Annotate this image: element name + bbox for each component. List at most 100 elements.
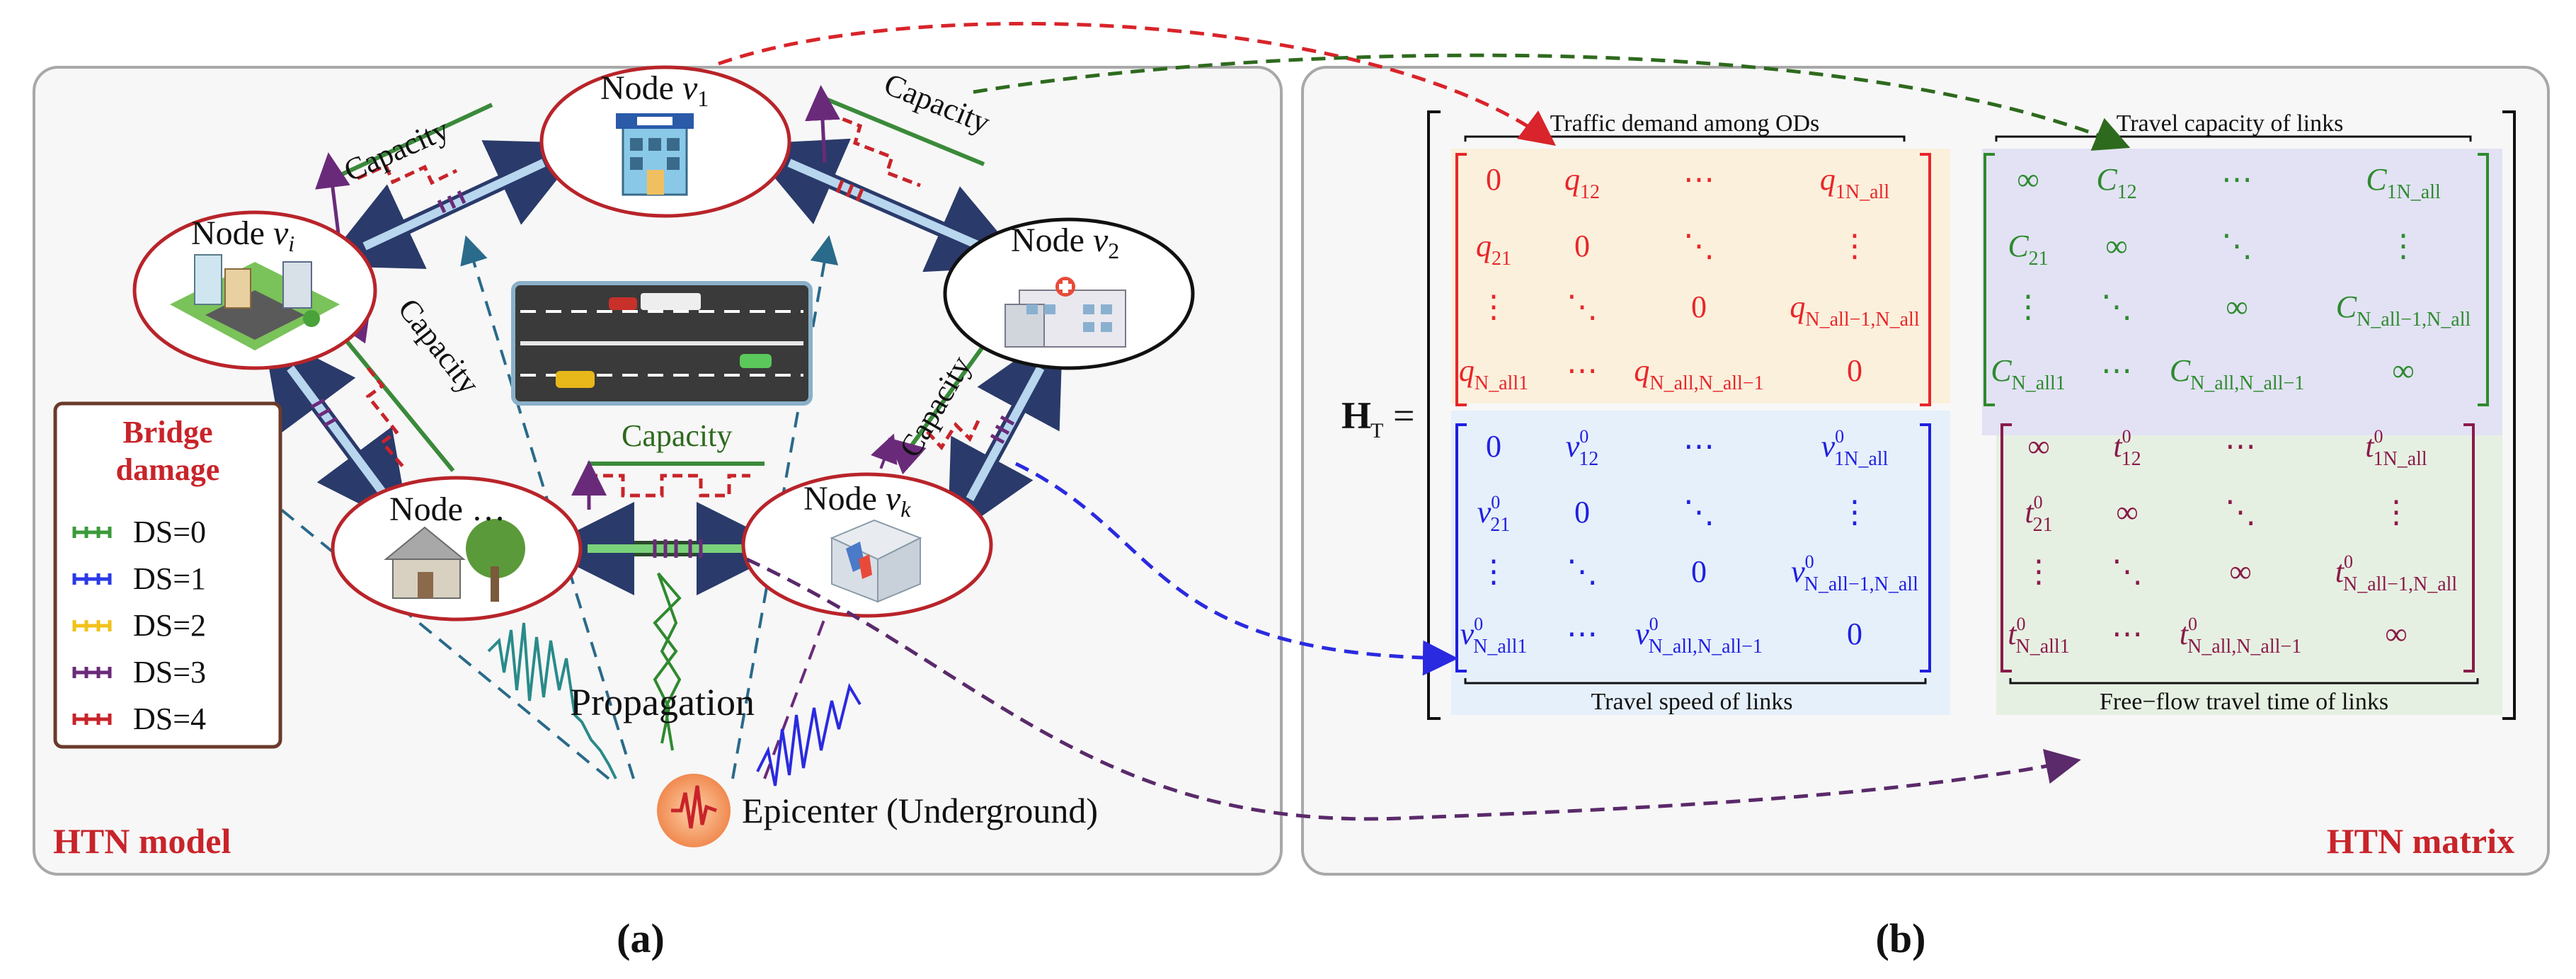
arrow-green (973, 53, 2131, 151)
car-red (609, 297, 637, 310)
matrix-cell-demand-1-3: ⋮ (1839, 229, 1870, 263)
matrix-cell-speed-1-3: ⋮ (1839, 495, 1870, 529)
caption-a: (a) (617, 915, 665, 961)
matrix-cell-time-2-2: ∞ (2229, 554, 2251, 589)
matrix-cell-capacity-0-3: C1N_all (2366, 162, 2441, 203)
link-vi-v1 (322, 140, 586, 269)
demand-block-bg (1451, 149, 1950, 403)
wave-green (653, 572, 682, 751)
link-vi-nd (262, 331, 411, 529)
matrix-cell-time-1-2: ⋱ (2225, 495, 2256, 529)
legend-item-ds4: DS=4 (72, 702, 206, 736)
arrow-purple (745, 557, 2081, 821)
node-v2: Node v2 (943, 217, 1195, 370)
matrix-cell-demand-2-0: ⋮ (1478, 290, 1509, 324)
cross-panel-arrows (718, 21, 2131, 821)
panel-a-corner-label: HTN model (53, 821, 231, 861)
title-free-flow-time: Free−flow travel time of links (2100, 689, 2388, 715)
matrix-cell-time-2-1: ⋱ (2112, 554, 2143, 589)
svg-text:DS=1: DS=1 (133, 561, 206, 596)
legend-title-line1: Bridge (122, 415, 212, 450)
propagation-label: Propagation (570, 681, 755, 723)
matrix-cell-speed-0-0: 0 (1486, 429, 1501, 464)
matrix-cell-capacity-1-1: ∞ (2105, 229, 2127, 263)
car-yellow (556, 371, 595, 388)
matrix-cell-capacity-3-3: ∞ (2392, 353, 2414, 388)
svg-text:=: = (1393, 394, 1414, 437)
matrix-cell-capacity-1-2: ⋱ (2221, 229, 2252, 263)
matrix-cell-demand-3-2: qN_all,N_all−1 (1634, 353, 1763, 394)
node-vk: Node vk (741, 472, 993, 618)
matrix-cell-speed-2-0: ⋮ (1478, 554, 1509, 589)
svg-text:DS=2: DS=2 (133, 608, 206, 643)
title-travel-capacity: Travel capacity of links (2117, 110, 2344, 137)
matrix-cell-demand-1-1: 0 (1574, 229, 1590, 263)
matrix-cell-capacity-0-1: C12 (2096, 162, 2136, 203)
matrix-cell-time-1-1: ∞ (2116, 495, 2138, 529)
matrix-cell-capacity-2-0: ⋮ (2013, 290, 2044, 324)
wave-blue (756, 682, 861, 786)
matrix-cell-time-1-3: ⋮ (2381, 495, 2412, 529)
matrix-cell-capacity-1-3: ⋮ (2388, 229, 2419, 263)
matrix-cell-capacity-1-0: C21 (2008, 229, 2048, 270)
title-braces (1464, 135, 2479, 685)
hospital-building-icon (1004, 277, 1126, 348)
node-v2-label: Node v2 (1011, 222, 1119, 263)
legend-items: DS=0 DS=1 DS=2 DS=3 DS=4 (72, 515, 206, 736)
police-building-icon (616, 113, 694, 196)
matrix-cell-capacity-2-3: CN_all−1,N_all (2336, 290, 2471, 331)
outer-matrix-brackets (1427, 110, 2516, 720)
matrix-cell-capacity-3-1: ⋯ (2101, 353, 2132, 388)
sub-matrix-brackets (1455, 153, 2489, 672)
matrix-cell-demand-2-2: 0 (1691, 290, 1707, 324)
matrix-cell-demand-3-3: 0 (1847, 353, 1862, 388)
matrix-cell-demand-0-1: q12 (1564, 162, 1600, 203)
legend-item-ds3: DS=3 (72, 655, 206, 689)
legend-item-ds0: DS=0 (72, 515, 206, 549)
matrix-cell-speed-0-2: ⋯ (1683, 429, 1715, 464)
title-traffic-demand: Traffic demand among ODs (1550, 110, 1820, 137)
matrix-cell-speed-1-2: ⋱ (1683, 495, 1715, 529)
capacity-indicator-1 (315, 103, 493, 234)
matrix-cell-time-2-0: ⋮ (2023, 554, 2054, 589)
office-building-icon (830, 519, 922, 603)
matrix-cell-capacity-2-2: ∞ (2226, 290, 2248, 324)
matrix-cell-capacity-2-1: ⋱ (2101, 290, 2132, 324)
legend-title-line2: damage (116, 452, 220, 487)
network-links (262, 138, 1063, 595)
road-image (511, 281, 813, 406)
matrix-cell-demand-3-0: qN_all1 (1459, 353, 1528, 394)
damaged-house-icon (384, 519, 525, 602)
caption-b: (b) (1876, 915, 1926, 961)
panel-b-corner-label: HTN matrix (2327, 821, 2514, 861)
svg-text:DS=0: DS=0 (133, 515, 206, 549)
link-v1-v2 (746, 138, 1027, 273)
matrix-cell-time-0-2: ⋯ (2225, 429, 2256, 464)
matrix-cell-speed-3-3: 0 (1847, 617, 1862, 651)
matrix-cell-capacity-0-2: ⋯ (2221, 162, 2252, 197)
capacity-label-5: Capacity (622, 418, 732, 453)
truck-white (641, 293, 701, 310)
matrix-cell-demand-2-3: qN_all−1,N_all (1790, 290, 1919, 331)
bridge-damage-legend: Bridge damage DS=0 DS=1 DS=2 DS=3 DS=4 (53, 401, 282, 749)
matrix-cell-speed-3-1: ⋯ (1567, 617, 1598, 651)
capacity-block-bg (1982, 149, 2502, 435)
svg-text:T: T (1370, 419, 1383, 442)
node-vi-label: Node vi (191, 214, 294, 256)
matrix-cell-capacity-0-0: ∞ (2017, 162, 2039, 197)
matrix-cell-speed-2-1: ⋱ (1567, 554, 1598, 589)
city-block-icon (170, 254, 340, 350)
svg-text:DS=4: DS=4 (133, 702, 206, 736)
matrix-cell-time-0-0: ∞ (2027, 429, 2049, 464)
epicenter-icon (657, 774, 731, 847)
matrix-cell-demand-0-0: 0 (1486, 162, 1501, 197)
matrix-cell-demand-2-1: ⋱ (1567, 290, 1598, 324)
